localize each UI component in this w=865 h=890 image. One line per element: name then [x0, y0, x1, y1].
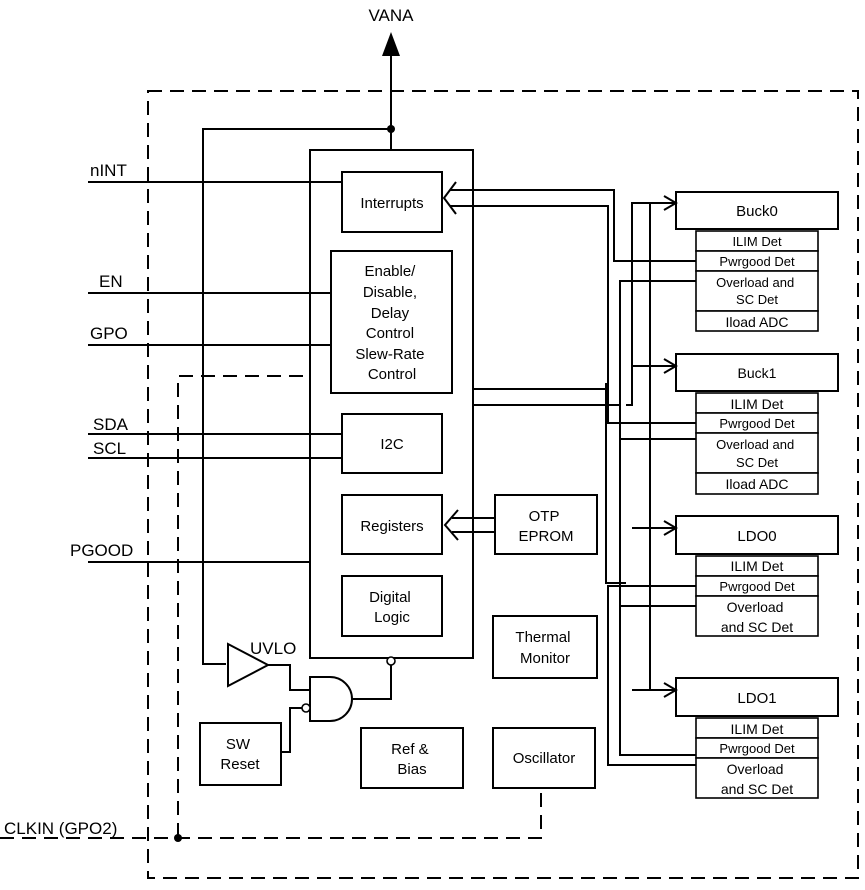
buck0-iload-adc: [695, 310, 819, 332]
buck1-iload-adc: [695, 472, 819, 495]
buck0-pwrgood-label: Pwrgood Det: [719, 254, 795, 269]
otp-eprom-block: [494, 494, 598, 555]
sda-label: SDA: [93, 415, 129, 434]
ldo0-ilim-label: ILIM Det: [731, 558, 784, 574]
otp-eprom-label: OTP EPROM: [518, 508, 573, 545]
buck1-overload-label: Overload and SC Det: [716, 437, 798, 470]
vana-uvlo-line: [202, 128, 391, 665]
buck0-arrow-icon: [663, 195, 678, 211]
buck0-block: [675, 191, 839, 230]
buck1-label: Buck1: [738, 365, 777, 381]
clkin-label: CLKIN (GPO2): [4, 819, 117, 838]
reset-line: [352, 665, 392, 700]
control-bus-3: [649, 203, 676, 691]
interrupt-bus-b: [450, 205, 696, 424]
buck0-label: Buck0: [736, 203, 778, 220]
thermal-monitor-block: [492, 615, 598, 679]
enable-control-label: Enable/ Disable, Delay Control Slew-Rate…: [355, 263, 428, 383]
interrupt-arrow-icon: [442, 181, 457, 215]
otp-arrow-icon: [443, 509, 459, 541]
i2c-block: [341, 413, 443, 474]
clkin-junction: [174, 834, 182, 842]
uvlo-out-line: [268, 664, 310, 691]
uvlo-buffer-icon: [227, 642, 271, 688]
buck1-block: [675, 353, 839, 392]
buck1-arrow-icon: [663, 358, 678, 374]
chip-boundary: [147, 90, 859, 879]
scl-label: SCL: [93, 439, 126, 458]
registers-block: [341, 494, 443, 555]
ldo0-label: LDO0: [737, 528, 776, 545]
ldo0-overload-label: Overload and SC Det: [721, 599, 793, 635]
interrupt-bus-d: [607, 585, 696, 766]
buck0-overload-label: Overload and SC Det: [716, 275, 798, 307]
digital-logic-label: Digital Logic: [369, 589, 415, 626]
gpo-label: GPO: [90, 324, 128, 343]
buck1-ilim-label: ILIM Det: [731, 396, 784, 412]
ldo0-overload-det: [695, 595, 819, 637]
ldo0-pwrgood-label: Pwrgood Det: [719, 579, 795, 594]
interrupts-block: [341, 171, 443, 233]
ldo1-label: LDO1: [737, 690, 776, 707]
i2c-label: I2C: [380, 436, 404, 453]
buck0-overload-det: [695, 270, 819, 312]
interrupts-label: Interrupts: [360, 195, 423, 212]
enable-control-block: [330, 250, 453, 394]
otp-bus: [452, 517, 495, 533]
and-gate-invert-bubble: [301, 703, 311, 713]
vana-arrow-icon: [382, 32, 400, 56]
en-label: EN: [99, 272, 123, 291]
nint-label: nINT: [90, 161, 127, 180]
buck1-pwrgood-label: Pwrgood Det: [719, 416, 795, 431]
ldo1-overload-label: Overload and SC Det: [721, 761, 793, 797]
thermal-monitor-label: Thermal Monitor: [515, 629, 574, 667]
registers-label: Registers: [360, 518, 423, 535]
reset-invert-bubble: [386, 656, 396, 666]
ldo1-ilim-label: ILIM Det: [731, 721, 784, 737]
sw-reset-line: [281, 707, 302, 753]
control-bus-1: [473, 383, 626, 584]
buck1-iload-label: Iload ADC: [725, 476, 788, 492]
and-gate-icon: [309, 676, 353, 722]
buck0-ilim-label: ILIM Det: [732, 234, 782, 249]
oscillator-label: Oscillator: [513, 750, 576, 767]
clock-domain-boundary: [177, 375, 325, 838]
ldo1-arrow-icon: [663, 682, 678, 698]
ldo1-block: [675, 677, 839, 717]
ldo0-arrow-icon: [663, 520, 678, 536]
ldo1-overload-det: [695, 757, 819, 799]
interrupt-bus-a: [450, 189, 696, 756]
uvlo-label: UVLO: [250, 639, 296, 658]
pgood-label: PGOOD: [70, 541, 133, 560]
digital-logic-block: [341, 575, 443, 637]
sw-reset-label: SW Reset: [220, 736, 260, 773]
ref-bias-label: Ref & Bias: [391, 741, 433, 778]
buck0-iload-label: Iload ADC: [725, 314, 788, 330]
oscillator-block: [492, 727, 596, 789]
vana-label: VANA: [368, 6, 414, 25]
sw-reset-block: [199, 722, 282, 786]
ldo1-pwrgood-label: Pwrgood Det: [719, 741, 795, 756]
ref-bias-block: [360, 727, 464, 789]
ldo0-block: [675, 515, 839, 555]
